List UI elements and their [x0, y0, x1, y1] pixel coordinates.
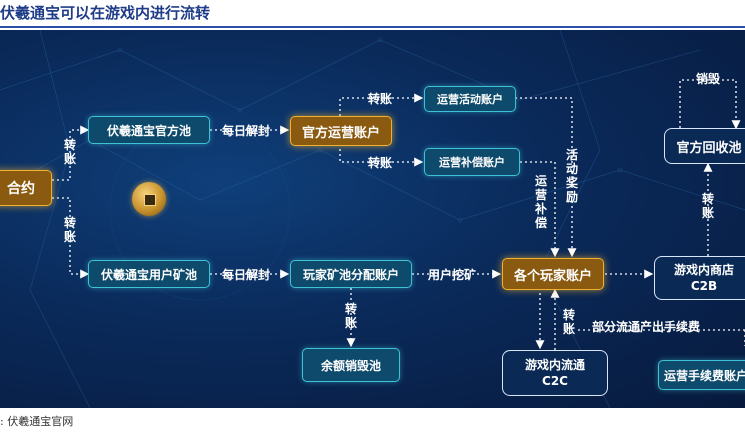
node-player-mine-account: 玩家矿池分配账户: [290, 260, 412, 288]
c2c-title: 游戏内流通: [524, 358, 585, 372]
game-store-title: 游戏内商店: [673, 263, 734, 277]
edge-label-transfer-up: 转账: [368, 92, 393, 106]
edge-label-daily-unlock-top: 每日解封: [222, 124, 271, 138]
source-note: : 伏羲通宝官网: [0, 415, 74, 428]
diagram-panel: 合约 伏羲通宝官方池 官方运营账户 运营活动账户 运营补偿账户 官方回收池 伏羲…: [0, 30, 745, 408]
node-official-recycle-pool: 官方回收池: [664, 128, 745, 164]
edge-label-activity-reward: 活动奖励: [565, 148, 578, 204]
edge-label-user-mining: 用户挖矿: [428, 268, 477, 282]
edge-label-partial-fee: 部分流通产出手续费: [592, 320, 701, 334]
node-fee-account: 运营手续费账户: [658, 360, 745, 390]
edge-label-transfer-bottom-left: 转账: [63, 216, 76, 244]
c2c-subtitle: C2C: [542, 374, 568, 388]
page-title: 伏羲通宝可以在游戏内进行流转: [0, 0, 745, 28]
node-ops-compensation-account: 运营补偿账户: [424, 148, 520, 176]
edge-label-ops-compensation: 运营补偿: [534, 174, 547, 230]
edge-label-transfer-fee: 转账: [562, 308, 575, 336]
node-game-store: 游戏内商店 C2B: [654, 256, 745, 300]
node-official-ops-account: 官方运营账户: [290, 116, 392, 146]
game-store-subtitle: C2B: [690, 279, 718, 293]
node-ops-activity-account: 运营活动账户: [424, 86, 516, 112]
edge-label-daily-unlock-bottom: 每日解封: [222, 268, 271, 282]
edge-label-store-transfer: 转账: [701, 192, 714, 220]
node-player-accounts: 各个玩家账户: [502, 258, 604, 290]
edge-label-transfer-top-left: 转账: [63, 138, 76, 166]
node-user-mine-pool: 伏羲通宝用户矿池: [88, 260, 210, 288]
coin-icon: [132, 182, 166, 216]
node-contract: 合约: [0, 170, 52, 206]
node-remainder-burn-pool: 余额销毁池: [302, 348, 400, 382]
edge-label-transfer-down: 转账: [368, 156, 393, 170]
edge-label-transfer-burn: 转账: [344, 302, 357, 330]
node-official-pool: 伏羲通宝官方池: [88, 116, 210, 144]
node-c2c: 游戏内流通 C2C: [502, 350, 608, 396]
edge-label-destroy: 销毁: [696, 72, 721, 86]
